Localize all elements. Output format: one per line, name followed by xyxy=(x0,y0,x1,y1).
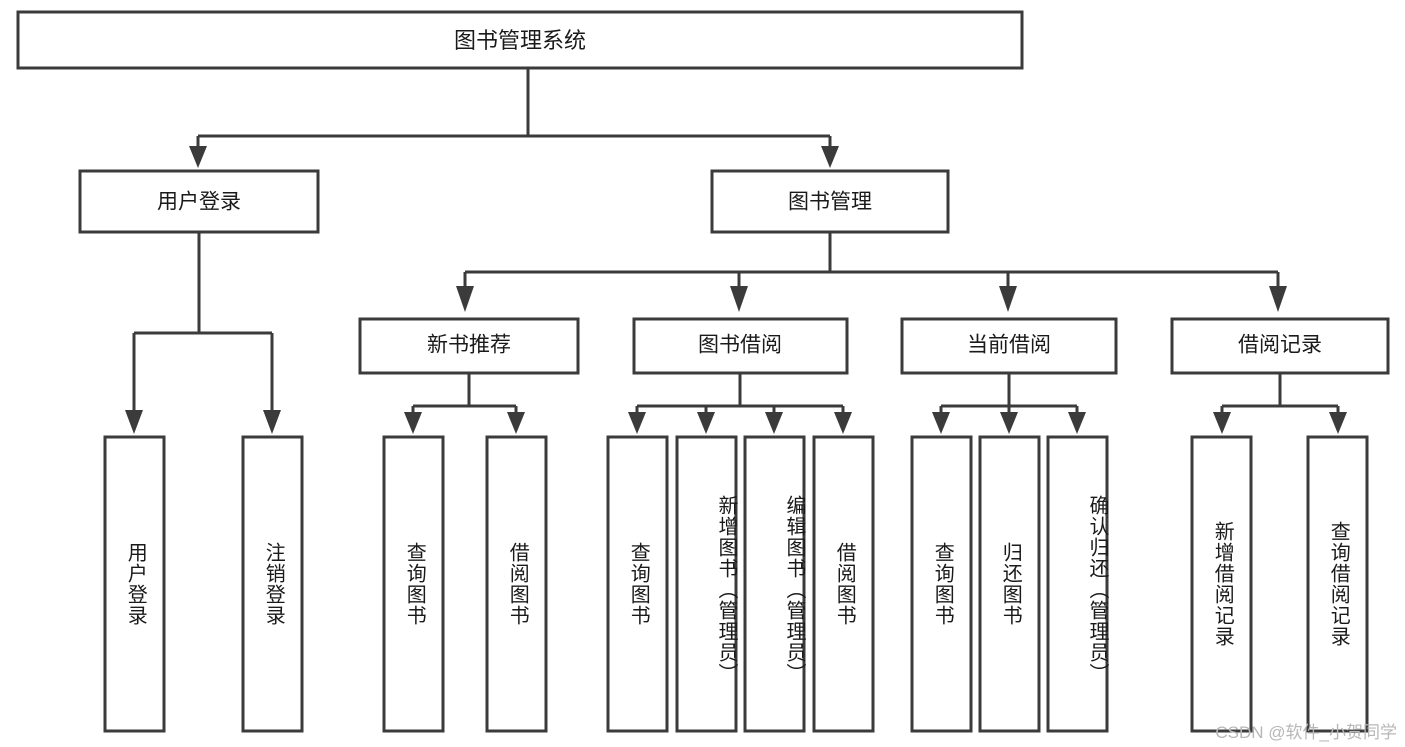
node-book-manage[interactable]: 图书管理 xyxy=(710,169,950,234)
node-borrow-record[interactable]: 借阅记录 xyxy=(1170,317,1390,375)
leaf-box-user-login[interactable] xyxy=(103,435,166,733)
edge-book-manage-children xyxy=(456,232,1287,312)
node-book-borrow[interactable]: 图书借阅 xyxy=(632,317,849,375)
leaf-box-return-book[interactable] xyxy=(978,435,1041,733)
node-new-book-rec[interactable]: 新书推荐 xyxy=(358,317,580,375)
new-book-rec-label: 新书推荐 xyxy=(427,334,511,357)
user-login-box[interactable] xyxy=(78,169,320,234)
edge-root-stem xyxy=(189,68,839,168)
arrow-to-user-login xyxy=(189,146,207,168)
borrow-record-label: 借阅记录 xyxy=(1238,334,1322,357)
node-root[interactable]: 图书管理系统 xyxy=(16,10,1024,70)
edge-user-login-children xyxy=(125,232,281,434)
leaf-box-confirm-return[interactable] xyxy=(1046,435,1109,733)
edge-current-borrow-children xyxy=(932,373,1086,434)
leaf-box-query-record[interactable] xyxy=(1306,435,1369,733)
leaf-box-query-book-2[interactable] xyxy=(606,435,669,733)
user-login-label: 用户登录 xyxy=(157,191,241,214)
leaf-box-logout[interactable] xyxy=(241,435,304,733)
current-borrow-box[interactable] xyxy=(900,317,1118,375)
book-manage-label: 图书管理 xyxy=(788,191,872,214)
new-book-rec-box[interactable] xyxy=(358,317,580,375)
arrow-to-book-manage xyxy=(821,146,839,168)
edge-borrow-record-children xyxy=(1213,373,1347,434)
leaf-box-edit-book[interactable] xyxy=(743,435,806,733)
leaf-box-query-book-3[interactable] xyxy=(910,435,973,733)
leaf-box-add-record[interactable] xyxy=(1190,435,1253,733)
root-label: 图书管理系统 xyxy=(454,28,586,53)
edge-new-book-rec-children xyxy=(404,373,525,434)
node-current-borrow[interactable]: 当前借阅 xyxy=(900,317,1118,375)
leaf-box-query-book-1[interactable] xyxy=(382,435,445,733)
leaf-box-borrow-book-2[interactable] xyxy=(812,435,875,733)
node-user-login[interactable]: 用户登录 xyxy=(78,169,320,234)
leaf-box-add-book[interactable] xyxy=(675,435,738,733)
csdn-watermark: CSDN @软件_小贺同学 xyxy=(1215,723,1397,742)
leaf-box-borrow-book-1[interactable] xyxy=(485,435,548,733)
edge-book-borrow-children xyxy=(628,373,852,434)
root-box[interactable] xyxy=(16,10,1024,70)
book-borrow-label: 图书借阅 xyxy=(698,334,782,357)
current-borrow-label: 当前借阅 xyxy=(967,334,1051,357)
